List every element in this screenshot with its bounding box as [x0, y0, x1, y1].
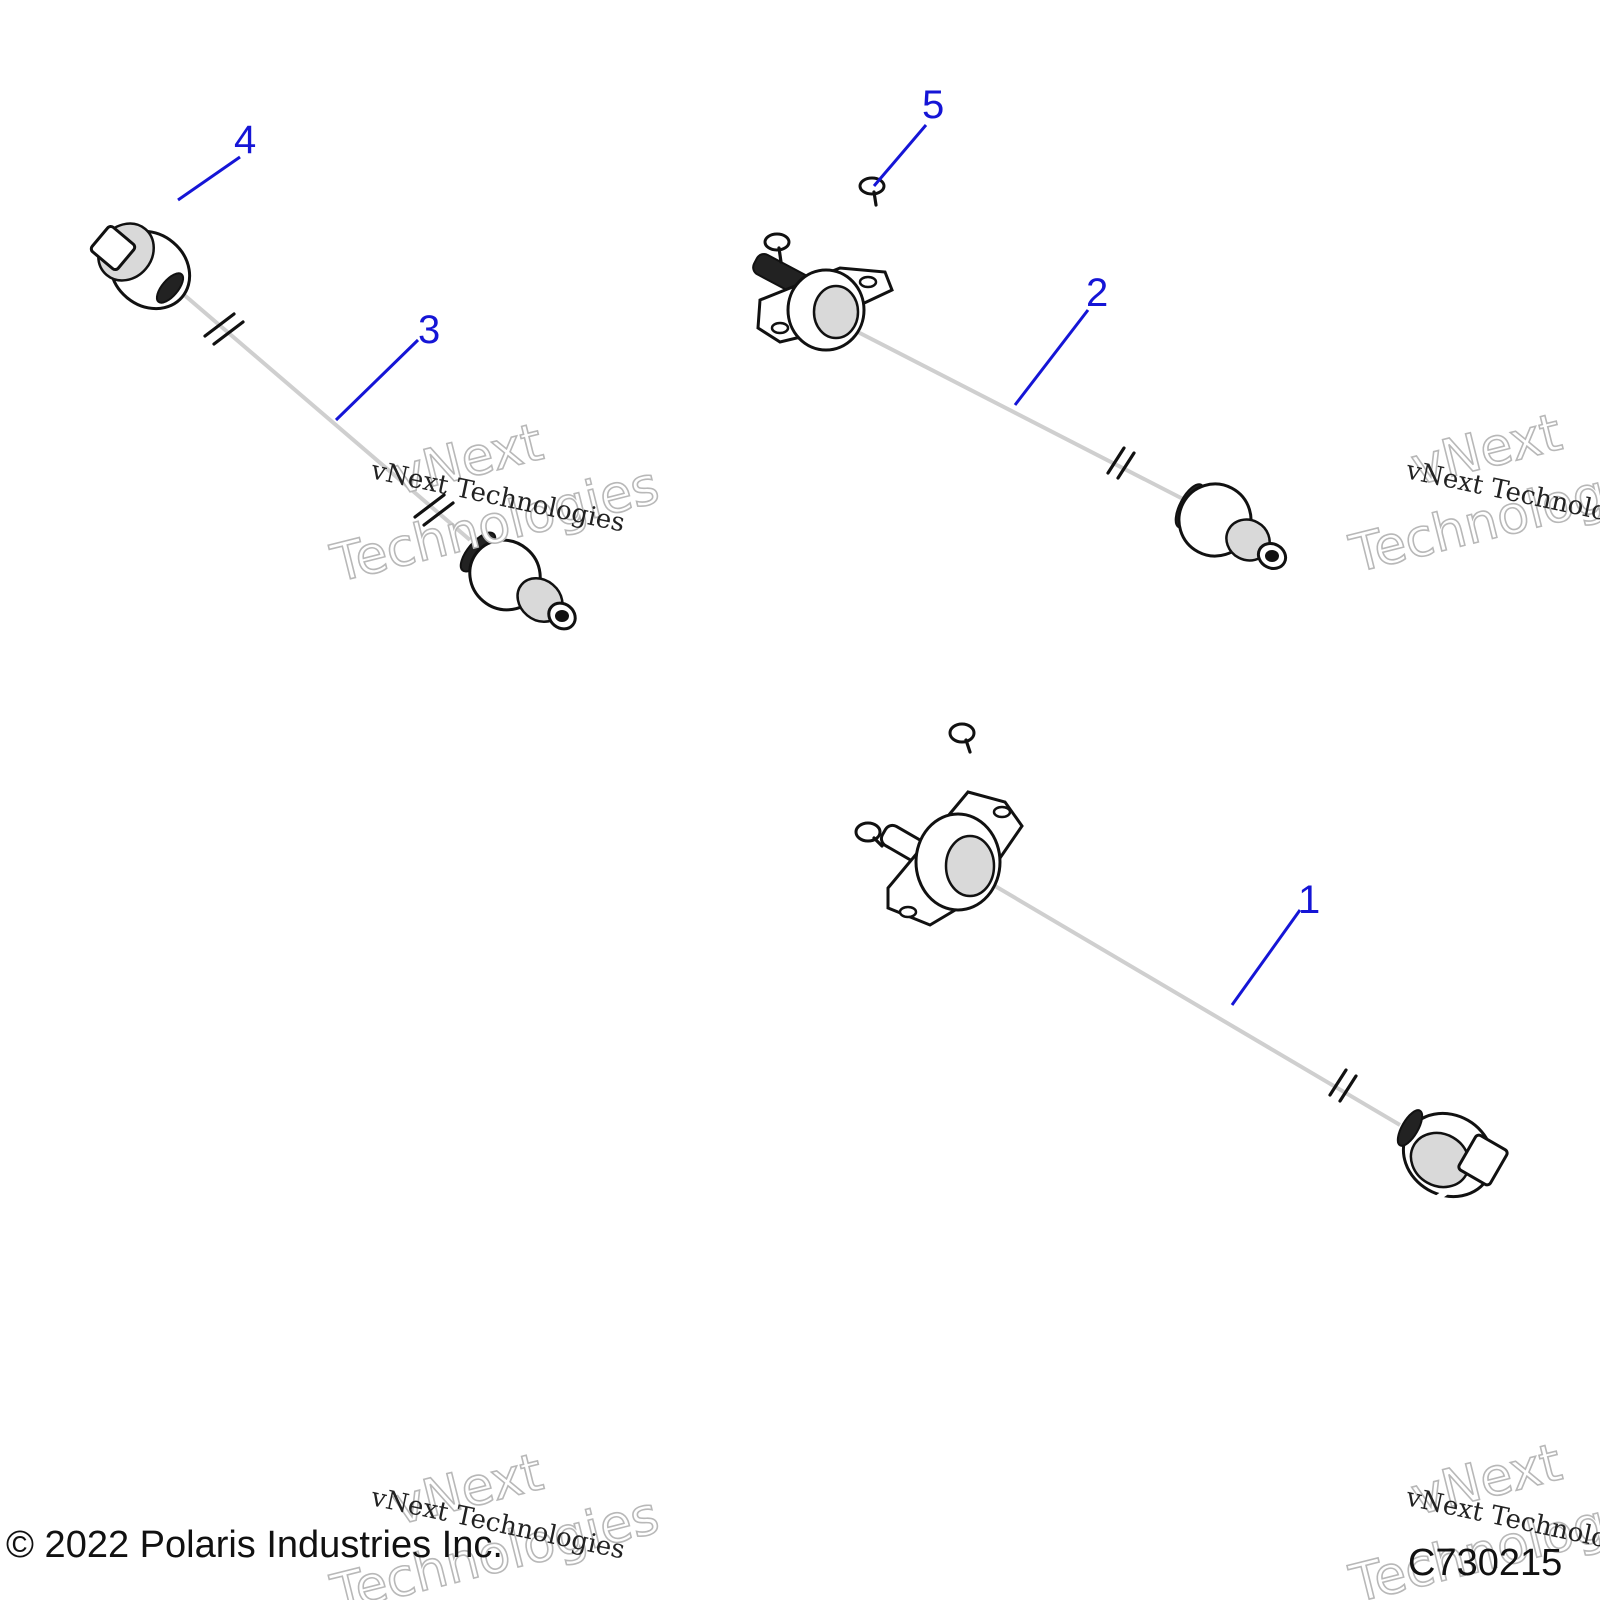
shaft-3-upper-yoke [89, 222, 192, 311]
shaft-2-bearing-bracket [752, 253, 894, 352]
shaft-3-lower-end [459, 531, 577, 631]
shaft-2 [752, 253, 1288, 570]
callout-4: 4 [234, 118, 256, 162]
bolt-shaft-1-bottom [1415, 1189, 1449, 1215]
bolt-shaft-1-bracket [854, 821, 884, 848]
bolt-5 [858, 176, 886, 207]
bolt-shaft-1-right [1512, 1110, 1546, 1136]
shaft-1-lower-yoke [1396, 1109, 1509, 1199]
callout-1: 1 [1298, 878, 1320, 922]
shaft-2-lower-end [1174, 482, 1288, 570]
leader-1 [1230, 909, 1302, 1006]
leader-5 [872, 124, 928, 187]
callout-3: 3 [418, 308, 440, 352]
figure-code: C730215 [1408, 1542, 1562, 1584]
shaft-3 [89, 222, 577, 631]
leader-2 [1013, 309, 1090, 406]
bolt-shaft-1-upper [948, 722, 976, 754]
bolt-4-upper [149, 190, 183, 216]
bolt-shaft-2-bracket [763, 232, 791, 264]
shaft-1-bearing-bracket [879, 790, 1024, 927]
callout-5: 5 [922, 83, 944, 127]
bolt-4-lower [42, 274, 75, 299]
leader-3 [334, 338, 420, 422]
shaft-1 [879, 790, 1509, 1199]
leader-4 [177, 155, 241, 202]
copyright-text: © 2022 Polaris Industries Inc. [6, 1524, 503, 1566]
callout-2: 2 [1086, 271, 1108, 315]
